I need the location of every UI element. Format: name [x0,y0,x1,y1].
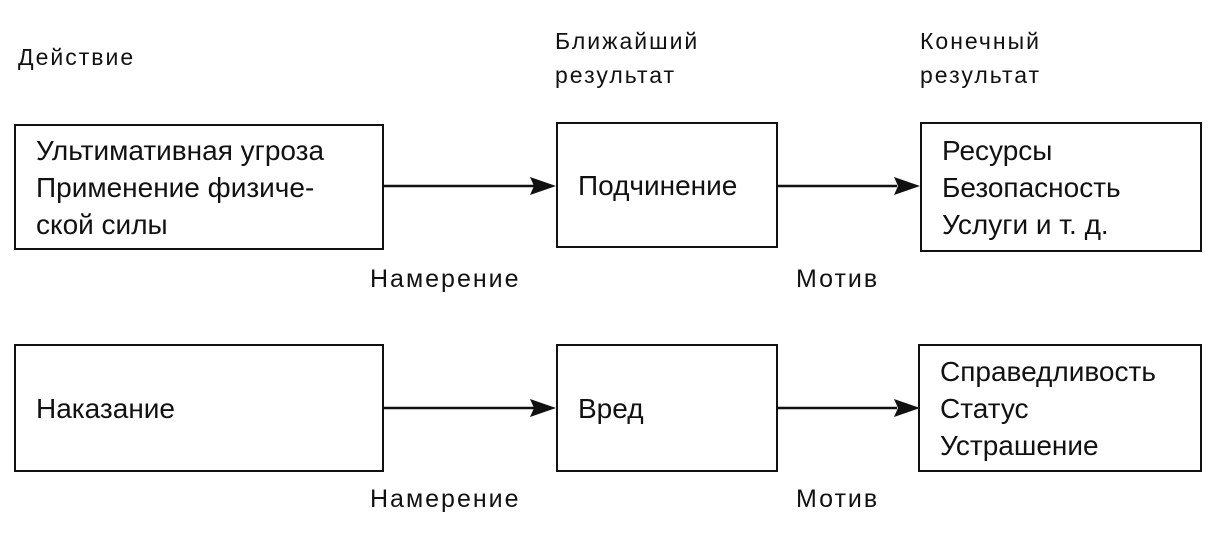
header-immediate-line-1: Ближайший [555,28,700,54]
row2-immediate-line-1: Вред [578,392,644,424]
arrowhead-row2-b [894,399,920,417]
row1-immediate-box: Подчинение [556,122,778,248]
row1-intent-label: Намерение [370,265,521,293]
row1-final-line-2: Безопасность [942,171,1121,203]
header-final-result: Конечный результат [920,24,1041,92]
row2-final-line-1: Справедливость [940,355,1156,387]
header-action: Действие [18,40,135,74]
row1-immediate-line-1: Подчинение [578,169,738,201]
header-final-line-2: результат [920,62,1042,88]
row2-intent-label: Намерение [370,485,521,513]
row1-action-line-1: Ультимативная угроза [36,134,325,166]
arrowhead-row1-a [530,177,556,195]
header-immediate-result: Ближайший результат [555,24,699,92]
header-final-line-1: Конечный [920,28,1041,54]
row2-motive-label: Мотив [796,485,880,513]
row1-action-line-2: Применение физиче- [36,171,315,203]
row1-action-box: Ультимативная угроза Применение физиче- … [14,124,384,250]
row2-action-box: Наказание [14,344,384,472]
row2-action-line-1: Наказание [36,392,176,424]
row2-final-line-3: Устрашение [940,429,1099,461]
row2-final-box: Справедливость Статус Устрашение [918,344,1202,472]
arrowhead-row1-b [894,177,920,195]
arrowhead-row2-a [530,399,556,417]
row1-final-box: Ресурсы Безопасность Услуги и т. д. [920,122,1202,252]
row1-final-line-1: Ресурсы [942,134,1053,166]
header-immediate-line-2: результат [555,62,677,88]
row2-immediate-box: Вред [556,344,778,472]
row1-motive-label: Мотив [796,265,880,293]
header-action-text: Действие [18,44,136,70]
row1-action-line-3: ской силы [36,208,168,240]
row2-final-line-2: Статус [940,392,1029,424]
row1-final-line-3: Услуги и т. д. [942,208,1109,240]
